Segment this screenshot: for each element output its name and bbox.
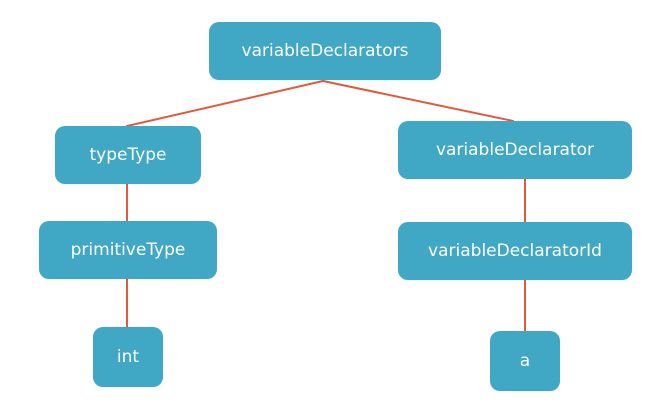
node-a: a <box>490 331 560 391</box>
node-variabledeclaratorid: variableDeclaratorId <box>398 222 632 280</box>
node-label: a <box>519 351 531 371</box>
node-label: primitiveType <box>70 240 186 260</box>
node-typetype: typeType <box>55 126 201 184</box>
node-label: variableDeclaratorId <box>428 241 602 261</box>
edge-root-to-variabledeclarator <box>322 80 514 122</box>
node-variabledeclarators: variableDeclarators <box>209 22 441 80</box>
node-int: int <box>93 327 163 387</box>
edge-root-to-typetype <box>126 80 324 127</box>
node-label: int <box>116 347 140 367</box>
node-primitivetype: primitiveType <box>39 221 217 279</box>
node-label: variableDeclarators <box>241 41 409 61</box>
node-label: typeType <box>89 145 167 165</box>
node-variabledeclarator: variableDeclarator <box>398 121 632 179</box>
node-label: variableDeclarator <box>435 140 595 160</box>
